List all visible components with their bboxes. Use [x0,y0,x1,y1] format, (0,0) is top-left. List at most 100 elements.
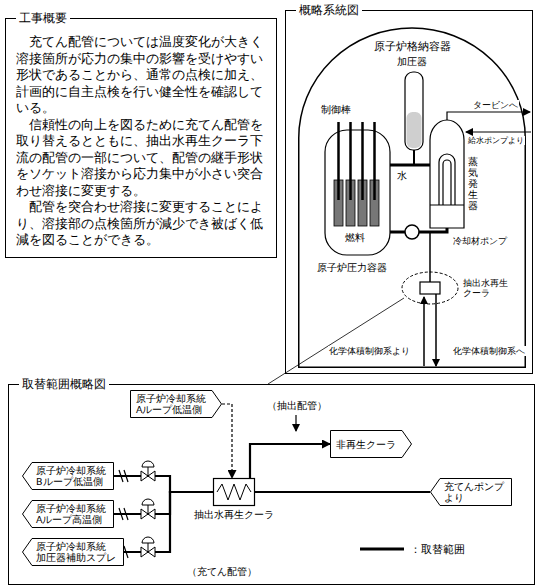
part-label: 冷却材ポンプ [452,236,508,246]
pipe-terminal: 原子炉冷却系統 Aループ高温側 [22,500,114,528]
pipe-connector [250,444,330,478]
box-label: 原子炉冷却系統 Aループ低温側 [136,393,206,415]
part-label: 原子炉圧力容器 [316,262,388,274]
control-valve [142,461,154,467]
control-rod [337,122,340,200]
reactor-vessel [325,130,390,255]
fuel-assembly [334,180,379,226]
box-heading: 取替範囲概略図 [19,377,109,391]
body-text: 信頼性の向上を図るために充てん配管を取り替えるとともに、抽出水再生クーラ下流の配… [16,117,266,200]
coolant-pump [405,225,419,239]
part-label: 蒸気発生器 [468,156,478,211]
control-valve [148,505,149,514]
box-heading: 概略系統図 [296,3,362,17]
check-valve [119,508,128,520]
part-label: 加圧器 [396,56,428,68]
control-rod [349,122,352,200]
coolant-pipe [390,165,447,232]
body-text: 配管を突合わせ溶接に変更することにより、溶接部の点検箇所が減少でき被ばく低減を図… [16,199,266,249]
reactor-vessel [325,122,390,255]
pressurizer [405,72,423,150]
pipe-terminal-outline [431,479,512,506]
pipe-connector [124,492,213,552]
letdown-line [423,297,425,366]
steam-feed-line [466,131,531,132]
legend-text: ：取替範囲 [410,543,465,556]
pipe-terminal: 原子炉冷却系統 加圧器補助スプレ [22,538,124,566]
coolant-pipe [390,164,430,167]
pressurizer [413,150,415,165]
heat-exchanger: 抽出水再生クーラ [188,478,280,522]
box-label: 充てんポンプ より [444,481,504,503]
steam-feed-line [447,112,530,120]
containment-outline: 原子炉格納容器 [298,28,526,368]
pipe-terminal: 原子炉冷却系統 Bループ低温側 [22,462,114,490]
part-label: 水 [396,170,408,182]
part-label: （抽出配管） [266,400,328,412]
cooler-shell [214,479,255,506]
control-valve [148,543,149,552]
part-label: 化学体積制御系より [328,346,411,356]
box-heading: 工事概要 [16,11,70,25]
letdown-line [435,294,437,366]
legend-entry: ：取替範囲 [410,543,465,556]
box-label: 原子炉格納容器 [298,40,526,53]
cooler-symbol [213,478,255,506]
steam-generator [439,154,455,205]
connector-group [114,404,430,552]
coolant-pipe [419,228,447,232]
pipe-terminal-outline [131,391,222,418]
pressurizer [407,112,422,148]
control-valve [142,537,154,543]
pipe-connector [114,476,213,492]
control-rod [373,122,376,200]
control-rod [361,122,364,200]
steam-generator [430,120,464,228]
pressurizer [405,72,423,165]
detail-leader [268,298,404,384]
part-label: 抽出水再生 クーラ [462,278,509,298]
steam-generator [430,120,464,228]
control-valve [142,499,154,505]
pipe-terminal: 充てんポンプ より [430,478,512,506]
pipe-terminal: 原子炉冷却系統 Aループ低温側 [130,390,222,418]
box-label: 原子炉冷却系統 Bループ低温側 [36,465,106,487]
control-valve [141,461,155,557]
pipe-connector [222,404,232,478]
pipe-terminal-outline [23,463,114,490]
steam-generator [443,160,451,205]
outline [298,28,526,368]
cooler-coil [217,484,251,500]
part-label: 化学体積制御系へ [452,346,526,356]
box-label: 非再生クーラ [336,439,396,450]
coolant-pipe [390,231,405,234]
letdown-line [429,232,431,282]
panel-box: 工事概要充てん配管については温度変化が大きく溶接箇所が応力の集中の影響を受けやす… [5,18,277,258]
pipe-terminal-outline [331,431,412,458]
containment-dome [299,28,526,367]
part-label: （充てん配管） [186,566,258,578]
control-valve [148,467,149,476]
part-label: 燃料 [344,232,366,244]
body-text: 充てん配管については温度変化が大きく溶接箇所が応力の集中の影響を受けやすい形状で… [16,34,266,117]
pipe-terminal-outline [23,539,124,566]
part-label: 制御棒 [320,104,352,116]
flow-arrow [295,415,296,431]
pipe-terminal: 非再生クーラ [330,430,412,458]
box-label: 原子炉冷却系統 Aループ高温側 [36,503,106,525]
steam-feed-line [447,112,531,132]
check-valve [119,470,128,482]
steam-generator [430,204,464,205]
control-rod [339,122,375,200]
detail-ring [402,272,458,304]
regenerative-cooler [420,282,440,294]
part-label: 給水ポンプより [467,136,525,145]
pipe-terminal-outline [23,501,114,528]
part-label: タービンへ [472,100,519,110]
legend-line-sample [360,548,404,551]
box-label: 原子炉冷却系統 加圧器補助スプレ [36,541,116,563]
letdown-line [424,232,436,366]
box-label: 抽出水再生クーラ [188,509,280,520]
pipe-connector [255,491,430,493]
